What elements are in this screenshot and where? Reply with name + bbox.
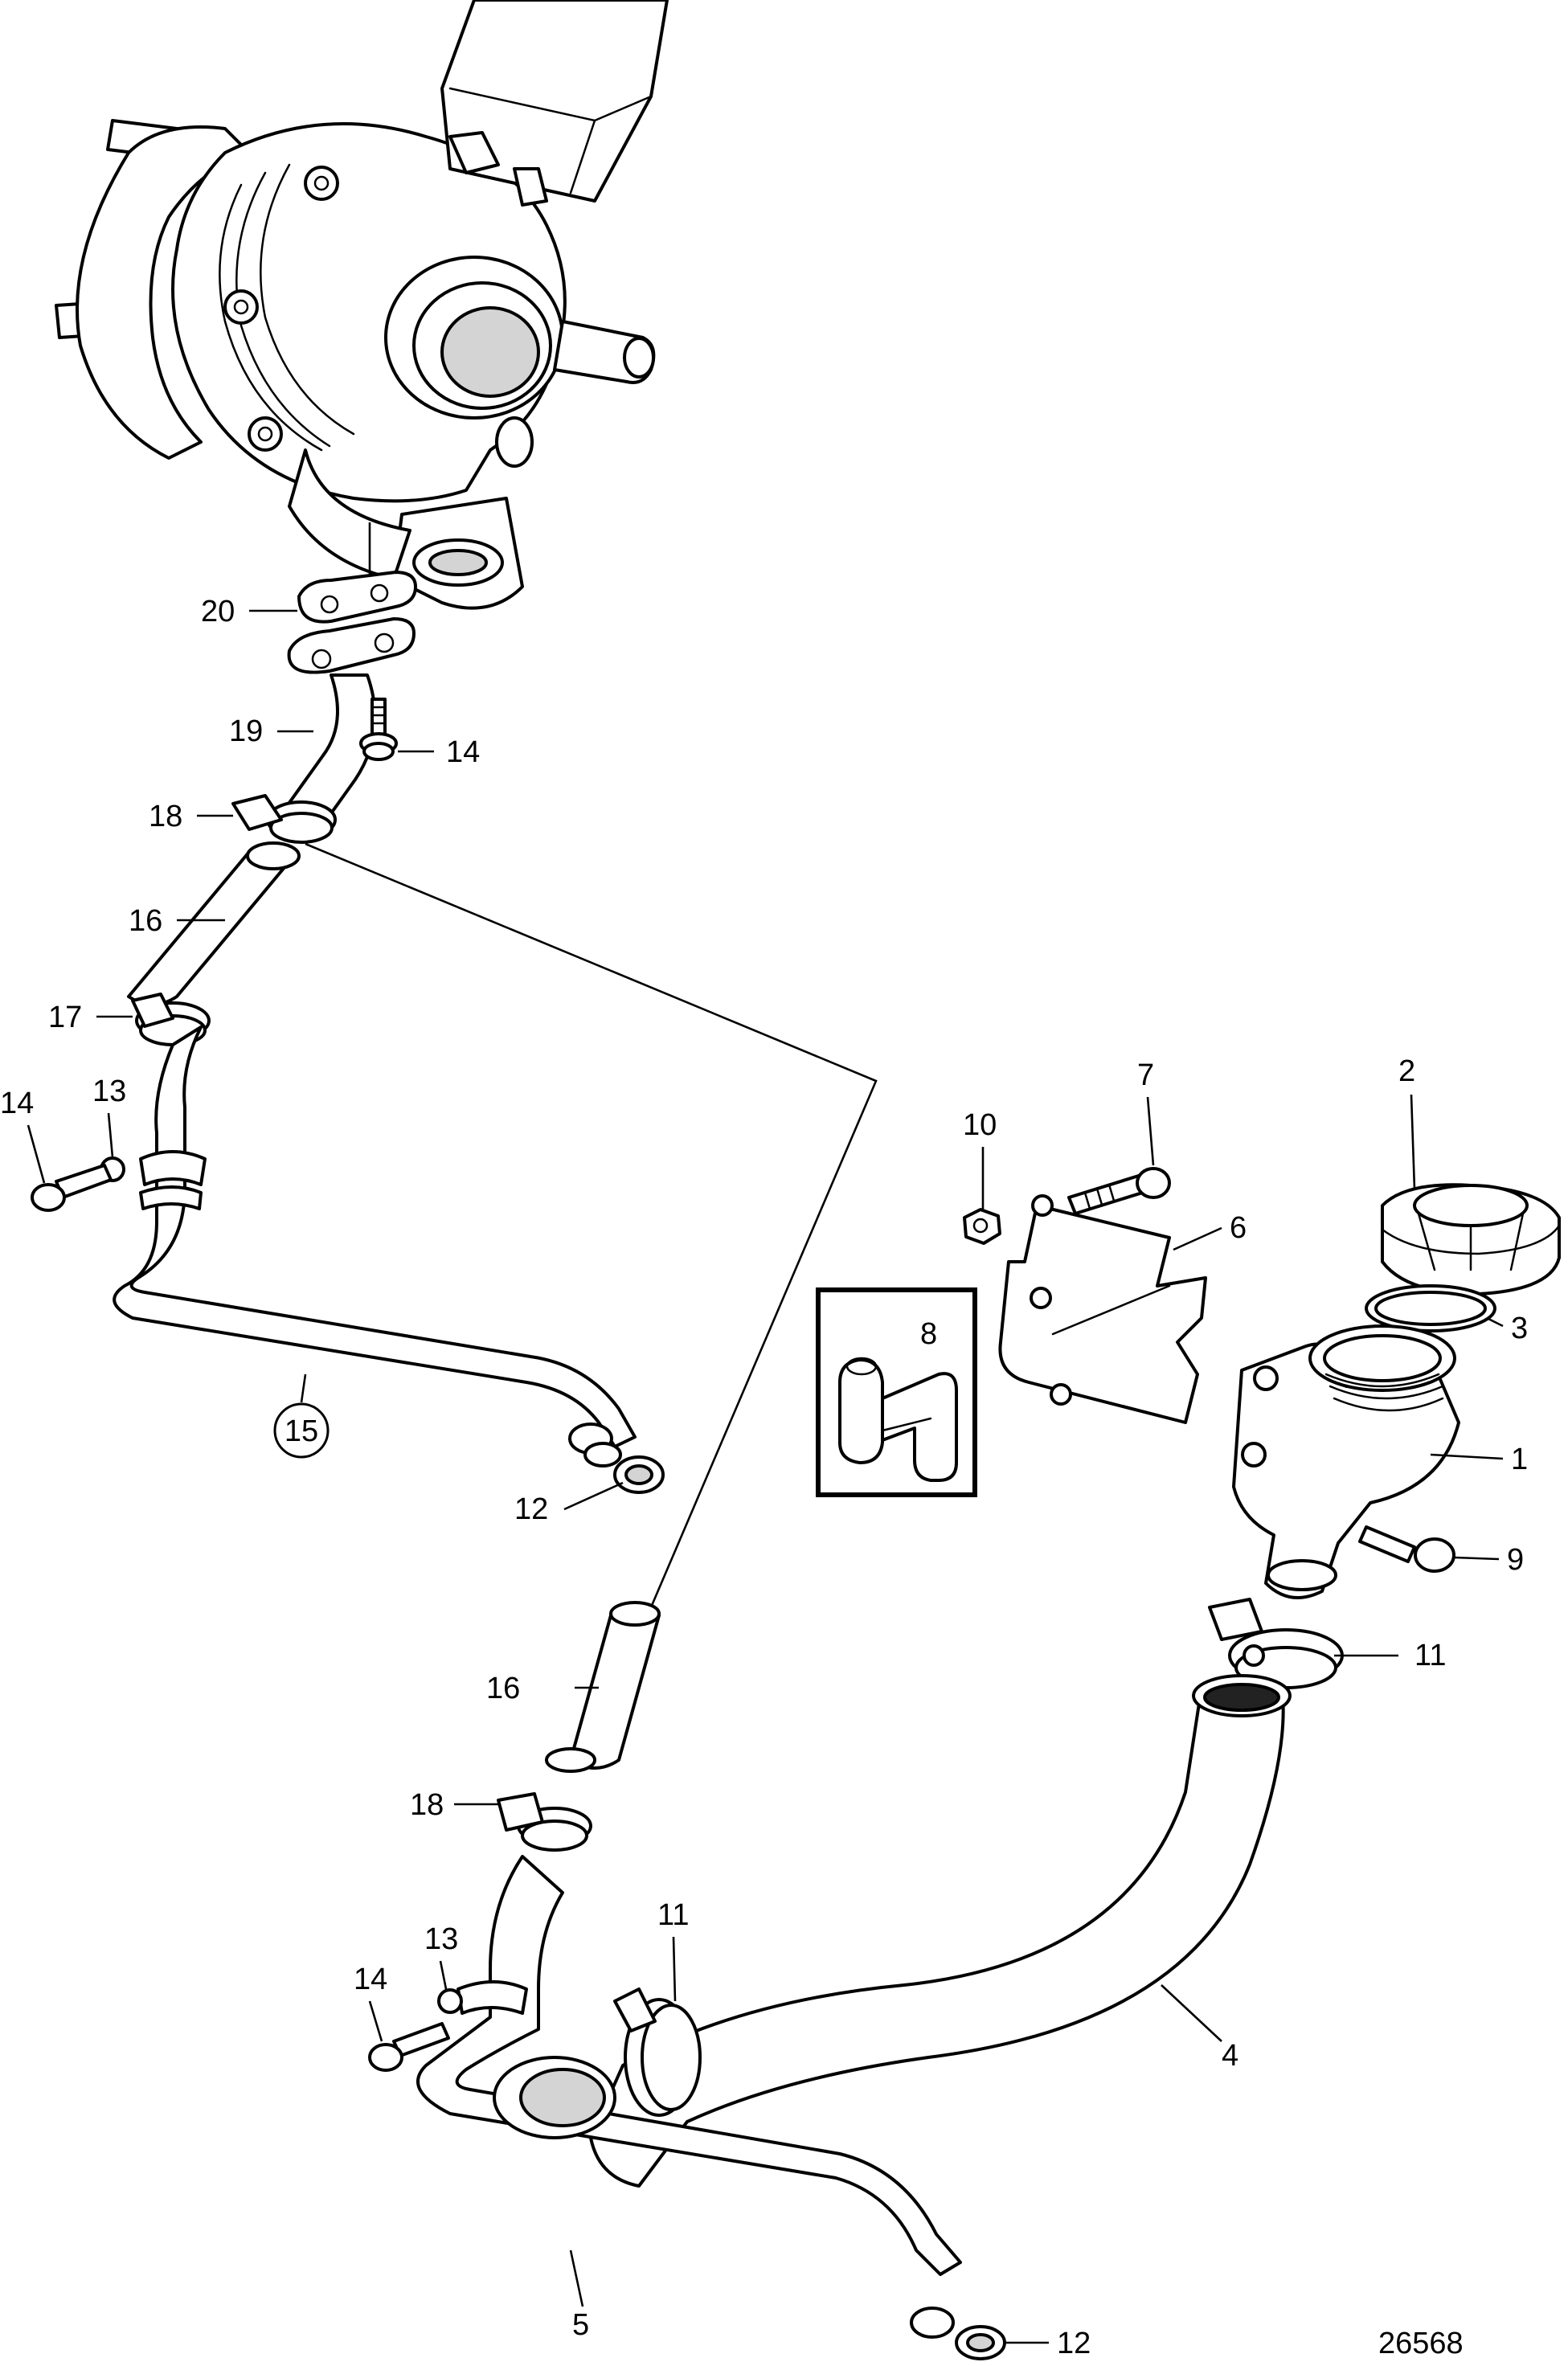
callout-3: 3: [1511, 1312, 1528, 1345]
turbo-oil-drain-outlet: [392, 497, 524, 610]
callout-15-circled: 15: [273, 1402, 330, 1459]
callout-11b: 11: [657, 1898, 689, 1932]
clamp-17: [131, 993, 211, 1046]
nut-10: [963, 1208, 1001, 1245]
callout-14c: 14: [354, 1963, 387, 1996]
clamp-18-upper: [231, 794, 337, 844]
callout-14a: 14: [0, 1087, 34, 1120]
air-filter-box: [440, 0, 669, 207]
bolt-9: [1358, 1525, 1455, 1573]
hose-16-lower: [545, 1601, 661, 1773]
turbo-bolts: [223, 166, 339, 452]
callout-16a: 16: [129, 904, 162, 938]
bracket-6: [998, 1194, 1207, 1424]
callout-17: 17: [48, 1001, 82, 1034]
callout-15: 15: [285, 1414, 318, 1448]
gasket-20: [297, 571, 417, 624]
callout-18a: 18: [149, 800, 182, 833]
clamp-13-upper: [100, 1150, 207, 1210]
turbocharger: [55, 0, 669, 610]
pipe-15-end-fitting: [568, 1422, 622, 1467]
callout-6: 6: [1230, 1211, 1247, 1245]
clamp-13-lower: [437, 1980, 528, 2015]
bolt-14-left: [31, 1164, 113, 1212]
callout-labels: 1 2 3 4 5 6 7 8 9 10 11 11 12 12 13 13 1…: [0, 595, 1528, 2360]
clamp-11-lower: [613, 1987, 702, 2117]
callout-16b: 16: [486, 1672, 520, 1705]
callout-12b: 12: [1057, 2327, 1091, 2360]
bracket-8-icon: [838, 1357, 958, 1482]
callout-20: 20: [201, 595, 235, 628]
callout-5: 5: [572, 2308, 589, 2342]
callout-18b: 18: [410, 1788, 444, 1822]
callout-14b: 14: [446, 735, 480, 769]
callout-10: 10: [963, 1108, 997, 1142]
seal-12-lower: [955, 2325, 1006, 2360]
callout-2: 2: [1398, 1054, 1415, 1088]
callout-7: 7: [1137, 1058, 1154, 1092]
bolt-7: [1067, 1167, 1171, 1215]
callout-19: 19: [229, 714, 263, 748]
oil-filler-neck-1: [1232, 1324, 1460, 1599]
callout-8: 8: [920, 1317, 937, 1351]
callout-13a: 13: [92, 1075, 126, 1108]
pipe-5: [416, 1855, 962, 2276]
leader-lines: [27, 609, 1504, 2344]
bolt-14-upper: [359, 698, 398, 761]
callout-12a: 12: [514, 1492, 548, 1526]
bracket-8-detail-box: [816, 1287, 977, 1497]
pipe-5-tee-fitting: [493, 2056, 616, 2139]
seal-ring-3: [1365, 1284, 1496, 1332]
pipe-5-end-fitting: [910, 2307, 955, 2339]
oil-filler-cap-2: [1381, 1183, 1561, 1296]
callout-4: 4: [1222, 2039, 1238, 2073]
callout-9: 9: [1507, 1543, 1524, 1577]
clamp-18-lower: [497, 1792, 592, 1852]
callout-1: 1: [1511, 1443, 1528, 1476]
bolt-14-lower: [368, 2022, 450, 2072]
callout-13b: 13: [424, 1922, 458, 1956]
hose-4: [589, 1676, 1285, 2188]
pipe-15: [113, 1025, 637, 1448]
pipe-19-flange: [287, 617, 416, 674]
drawing-number: 26568: [1378, 2327, 1464, 2360]
turbo-compressor-outlet: [384, 256, 564, 420]
seal-12-upper: [613, 1455, 665, 1494]
clamp-11-upper: [1208, 1598, 1344, 1689]
callout-11a: 11: [1414, 1639, 1446, 1672]
